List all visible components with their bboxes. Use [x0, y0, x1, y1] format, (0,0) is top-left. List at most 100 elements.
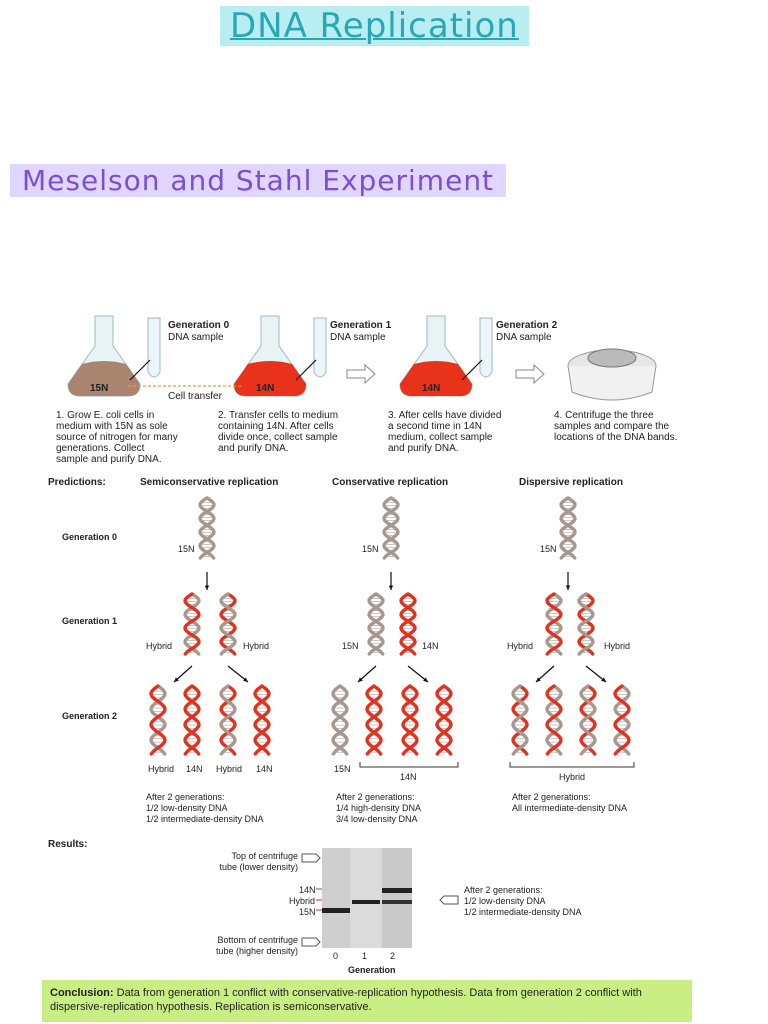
- flask-15n-liquid: [68, 361, 140, 396]
- disp-gen0-15n: 15N: [540, 544, 557, 554]
- gen0-sample-label: Generation 0: [168, 320, 230, 331]
- cons-gen1-b-strand-b: [399, 592, 417, 656]
- disp-gen1-b-strand-a: [577, 592, 595, 656]
- semi-gen2-14n-1: 14N: [186, 764, 203, 774]
- gen0-helix-1-strand-a: [382, 496, 400, 560]
- disp-summary: After 2 generations: All intermediate-de…: [512, 792, 628, 813]
- disp-gen1-hybrid-left: Hybrid: [507, 641, 534, 651]
- gel-lane-1: [352, 848, 380, 948]
- semi-gen2-1-strand-a: [183, 684, 201, 756]
- flask-14n-gen1-liquid: [234, 361, 306, 396]
- semi-gen2-3-strand-a: [253, 684, 271, 756]
- gen2-sample-label: Generation 2: [496, 320, 558, 331]
- band-hybrid-label: Hybrid: [288, 896, 315, 906]
- cell-transfer-label: Cell transfer: [168, 391, 222, 402]
- conclusion-label: Conclusion:: [50, 987, 114, 999]
- cons-arrow-l-head: [358, 677, 363, 682]
- semi-gen2-3-strand-b: [253, 684, 271, 756]
- tube-top-label: Top of centrifuge tube (lower density): [219, 851, 298, 872]
- disp-arrow-r-head: [601, 677, 606, 682]
- cons-gen2-1-strand-a: [365, 684, 383, 756]
- semi-gen1-hybrid-left: Hybrid: [146, 641, 173, 651]
- flask2-label: 14N: [256, 383, 275, 394]
- conclusion-box: Conclusion: Data from generation 1 confl…: [42, 980, 692, 1022]
- semi-arrow-r-head: [243, 677, 248, 682]
- gen1-sample-label: Generation 1: [330, 320, 392, 331]
- tube-gen0-arrow: [129, 359, 151, 381]
- page-title: DNA Replication: [220, 6, 529, 46]
- semi-gen1-a-strand-b: [183, 592, 201, 656]
- cons-gen1-b-strand-a: [399, 592, 417, 656]
- lane-0-label: 0: [333, 951, 339, 961]
- semi-gen1-b-strand-a: [219, 592, 237, 656]
- semi-gen1-hybrid-right: Hybrid: [243, 641, 270, 651]
- cons-gen2-2-strand-a: [401, 684, 419, 756]
- tube-gen1: [313, 317, 327, 378]
- disp-gen1-a-strand-b: [545, 592, 563, 656]
- flask-14n-gen2-liquid: [400, 361, 472, 396]
- gen2-dna-sample: DNA sample: [496, 332, 552, 343]
- cons-gen2-1-strand-b: [365, 684, 383, 756]
- step-2-text: 2. Transfer cells to medium containing 1…: [218, 410, 339, 454]
- disp-gen1-a-strand-a: [545, 592, 563, 656]
- semi-gen2-1-strand-b: [183, 684, 201, 756]
- semi-gen1-b-strand-b: [219, 592, 237, 656]
- disp-arrow-l-head: [536, 677, 541, 682]
- disp-gen1-hybrid-right: Hybrid: [604, 641, 631, 651]
- figure-drawing: [67, 315, 657, 948]
- band-14n-label: 14N: [299, 885, 316, 895]
- conclusion-text: Data from generation 1 conflict with con…: [50, 987, 642, 1013]
- cons-gen2-15n: 15N: [334, 764, 351, 774]
- band-gen1: [352, 900, 380, 904]
- results-after-text: After 2 generations: 1/2 low-density DNA…: [464, 885, 582, 917]
- centrifuge-body: [567, 365, 657, 401]
- cons-gen1-a-strand-a: [367, 592, 385, 656]
- tube-gen1-arrow: [295, 359, 317, 381]
- centrifuge-rotor: [587, 348, 637, 368]
- semi-gen2-hybrid-1: Hybrid: [148, 764, 175, 774]
- gen0-arrow-2-head: [565, 585, 571, 590]
- band-15n-label: 15N: [299, 907, 316, 917]
- gen1-dna-sample: DNA sample: [330, 332, 386, 343]
- disp-gen2-1-strand-b: [545, 684, 563, 756]
- semi-gen2-2-strand-a: [219, 684, 237, 756]
- hand-bottom-icon: [301, 937, 321, 947]
- cons-gen2-14n: 14N: [400, 772, 417, 782]
- gen0-helix-2-strand-b: [559, 496, 577, 560]
- step-3-text: 3. After cells have divided a second tim…: [388, 410, 502, 454]
- disp-gen2-0-strand-a: [511, 684, 529, 756]
- gen0-arrow-1-head: [388, 585, 394, 590]
- disp-gen2-3-strand-a: [613, 684, 631, 756]
- disp-gen2-2-strand-b: [579, 684, 597, 756]
- semi-gen2-hybrid-2: Hybrid: [216, 764, 243, 774]
- disp-gen2-hybrid: Hybrid: [559, 772, 586, 782]
- tube-gen2-arrow: [461, 359, 483, 381]
- semi-gen2-2-strand-b: [219, 684, 237, 756]
- arrow-1: [346, 363, 376, 385]
- flask1-label: 15N: [90, 383, 109, 394]
- disp-bracket: [509, 762, 635, 768]
- gen0-helix-0-strand-b: [198, 496, 216, 560]
- disp-gen2-2-strand-a: [579, 684, 597, 756]
- cons-bracket: [359, 762, 459, 768]
- semi-gen2-14n-2: 14N: [256, 764, 273, 774]
- row-generation-2: Generation 2: [62, 711, 118, 721]
- cons-gen1-15n: 15N: [342, 641, 359, 651]
- semi-gen1-a-strand-a: [183, 592, 201, 656]
- semiconservative-heading: Semiconservative replication: [140, 477, 279, 488]
- disp-gen2-0-strand-b: [511, 684, 529, 756]
- gen0-dna-sample: DNA sample: [168, 332, 224, 343]
- cons-summary: After 2 generations: 1/4 high-density DN…: [336, 792, 422, 824]
- dispersive-heading: Dispersive replication: [519, 477, 623, 488]
- cons-gen1-14n: 14N: [422, 641, 439, 651]
- disp-gen1-b-strand-b: [577, 592, 595, 656]
- cons-arrow-r-head: [423, 677, 428, 682]
- disp-gen2-3-strand-b: [613, 684, 631, 756]
- cons-gen2-0-strand-b: [331, 684, 349, 756]
- step-4-text: 4. Centrifuge the three samples and comp…: [554, 410, 678, 443]
- gen0-arrow-0-head: [204, 585, 210, 590]
- band-gen0: [322, 908, 350, 913]
- row-generation-1: Generation 1: [62, 616, 118, 626]
- disp-gen2-1-strand-a: [545, 684, 563, 756]
- arrow-2: [515, 363, 545, 385]
